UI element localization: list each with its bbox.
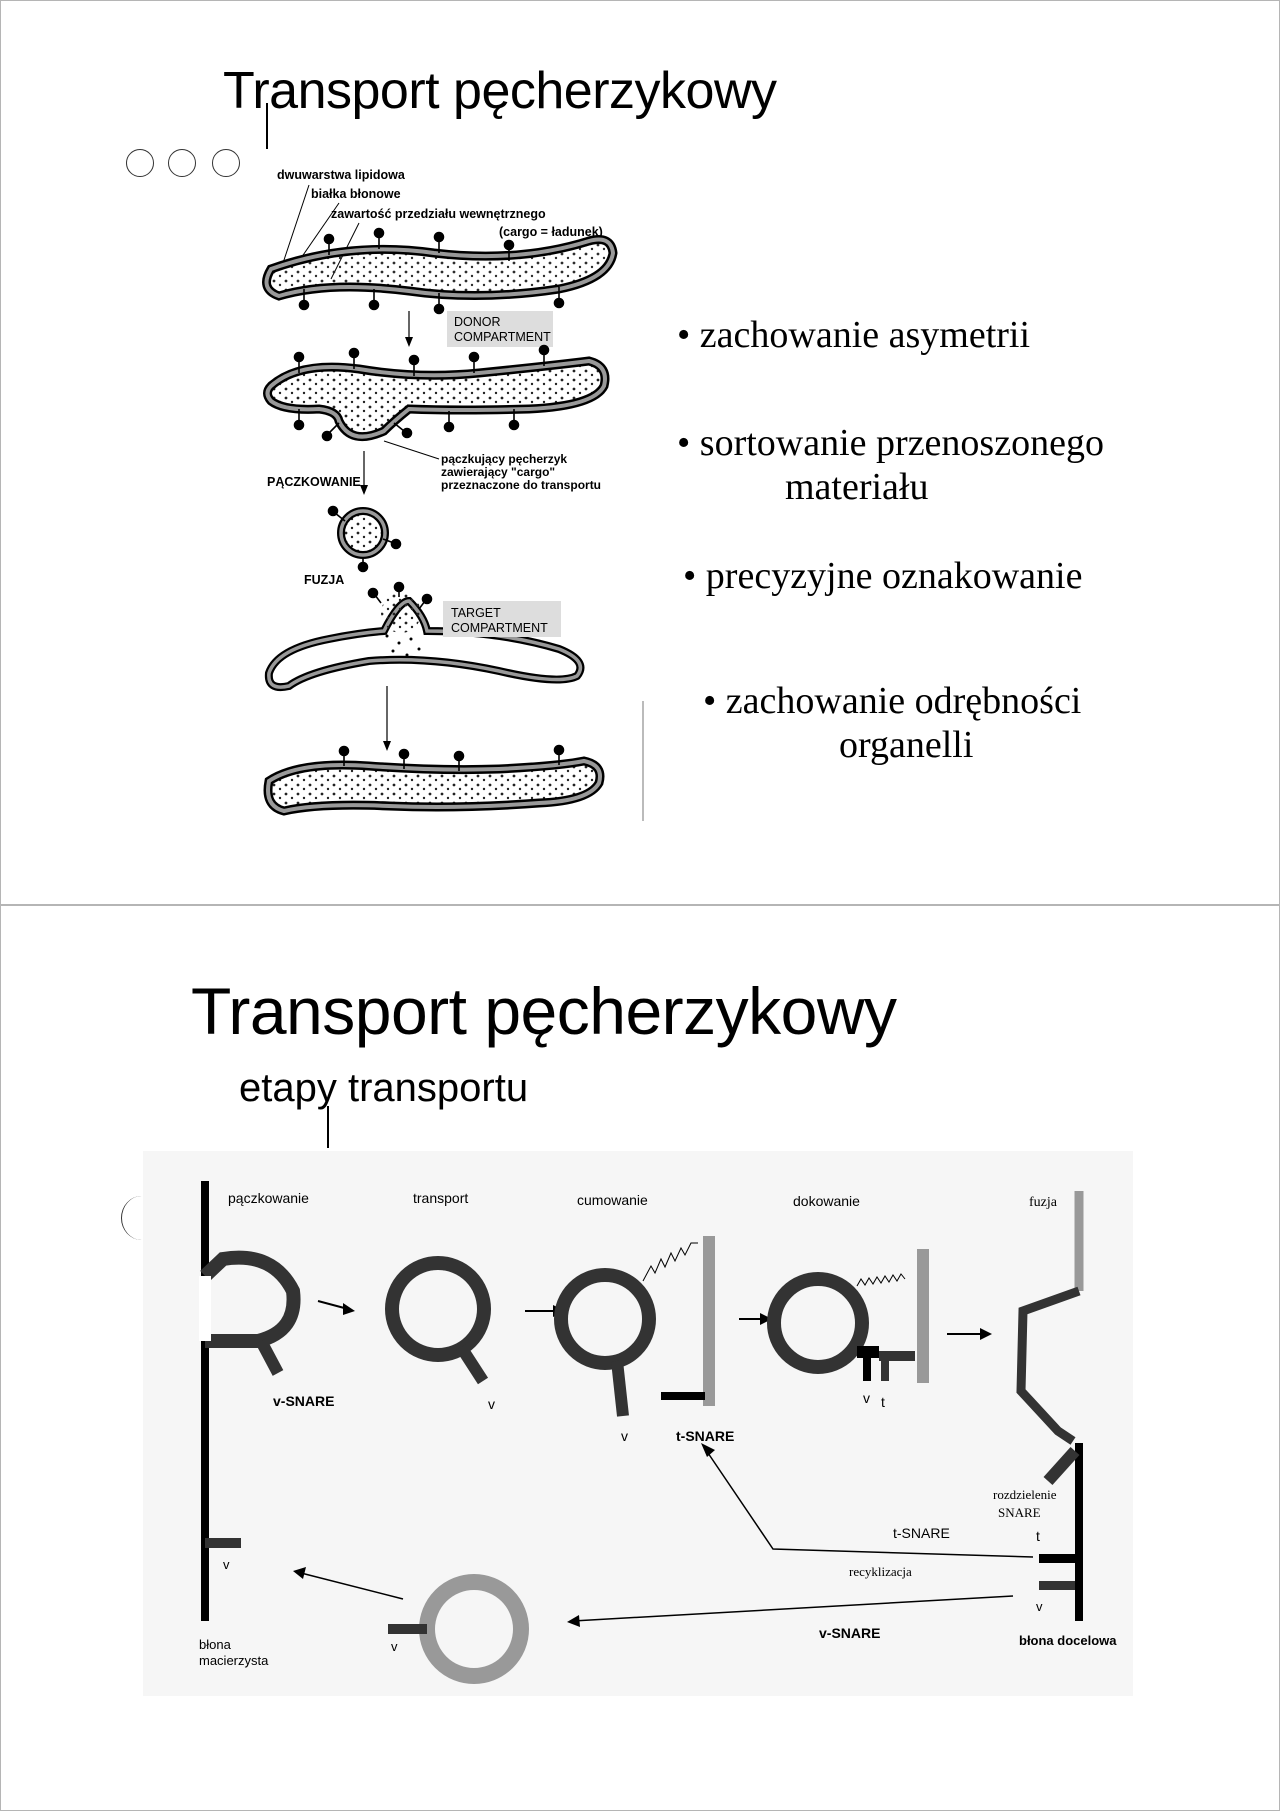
bullet-text: • zachowanie odrębności bbox=[703, 680, 1082, 722]
label-v-snare-return: v-SNARE bbox=[819, 1625, 880, 1641]
nav-dot[interactable] bbox=[126, 149, 154, 177]
label-donor-compartment: COMPARTMENT bbox=[454, 330, 551, 344]
label-budding-vesicle-3: przeznaczone do transportu bbox=[441, 478, 601, 492]
label-donor: DONOR bbox=[454, 315, 501, 329]
label-t-docking: t bbox=[881, 1394, 885, 1410]
bullet-text: • zachowanie asymetrii bbox=[677, 314, 1031, 356]
label-budding-vesicle-1: pączkujący pęcherzyk bbox=[441, 452, 567, 466]
label-cargo: (cargo = ładunek) bbox=[499, 225, 603, 239]
label-fusion: FUZJA bbox=[304, 573, 344, 587]
slide-1-title: Transport pęcherzykowy bbox=[223, 62, 777, 120]
label-v-docking: v bbox=[863, 1390, 870, 1406]
label-v-snare: v-SNARE bbox=[273, 1393, 334, 1409]
nav-dot[interactable] bbox=[121, 1196, 162, 1240]
label-target: TARGET bbox=[451, 606, 501, 620]
bullet-continuation: materiału bbox=[785, 466, 929, 508]
label-snare-separation-1: rozdzielenie bbox=[993, 1487, 1057, 1502]
bullet-item: • precyzyjne oznakowanie bbox=[683, 554, 1082, 598]
label-budding: PĄCZKOWANIE bbox=[267, 475, 361, 489]
label-budding-vesicle-2: zawierający "cargo" bbox=[441, 465, 555, 479]
label-t-snare: t-SNARE bbox=[676, 1428, 734, 1444]
bullet-item: • sortowanie przenoszonego materiału bbox=[677, 421, 1104, 509]
label-recycling: recyklizacja bbox=[849, 1564, 912, 1579]
label-lipid-bilayer: dwuwarstwa lipidowa bbox=[277, 168, 406, 182]
label-v-fusion: v bbox=[1036, 1599, 1043, 1614]
text-cursor bbox=[327, 1106, 329, 1148]
label-target-membrane: błona docelowa bbox=[1019, 1633, 1117, 1648]
nav-dot[interactable] bbox=[168, 149, 196, 177]
label-v-donor: v bbox=[223, 1557, 230, 1572]
slide-2-title: Transport pęcherzykowy bbox=[191, 974, 897, 1048]
bullet-text: • precyzyjne oznakowanie bbox=[683, 555, 1083, 597]
label-donor-membrane-2: macierzysta bbox=[199, 1653, 269, 1668]
label-snare-separation-2: SNARE bbox=[998, 1505, 1041, 1520]
label-step-tethering: cumowanie bbox=[577, 1192, 648, 1208]
label-step-fusion: fuzja bbox=[1029, 1195, 1058, 1210]
slide-2: Transport pęcherzykowy etapy transportu … bbox=[0, 905, 1280, 1811]
label-donor-membrane-1: błona bbox=[199, 1637, 232, 1652]
label-t-fusion: t bbox=[1036, 1528, 1040, 1544]
label-membrane-proteins: białka błonowe bbox=[311, 187, 401, 201]
nav-dot[interactable] bbox=[212, 149, 240, 177]
label-step-budding: pączkowanie bbox=[228, 1190, 309, 1206]
text-cursor bbox=[266, 103, 268, 149]
bullet-text: • sortowanie przenoszonego bbox=[677, 422, 1104, 464]
transport-stages-diagram: pączkowanie transport cumowanie dokowani… bbox=[143, 1151, 1133, 1696]
label-v-transport: v bbox=[488, 1396, 495, 1412]
vesicle-budding-diagram: dwuwarstwa lipidowa białka błonowe zawar… bbox=[262, 168, 644, 821]
label-contents: zawartość przedziału wewnętrznego bbox=[331, 207, 546, 221]
bullet-item: • zachowanie asymetrii bbox=[677, 313, 1030, 357]
label-v-tethering: v bbox=[621, 1428, 628, 1444]
slide-2-subtitle: etapy transportu bbox=[239, 1066, 529, 1110]
label-step-transport: transport bbox=[413, 1190, 468, 1206]
slide-1: Transport pęcherzykowy dwuwarstwa lipido… bbox=[0, 0, 1280, 905]
label-step-docking: dokowanie bbox=[793, 1193, 860, 1209]
label-v-returning: v bbox=[391, 1639, 398, 1654]
bullet-item: • zachowanie odrębności organelli bbox=[703, 679, 1081, 767]
label-t-snare-return: t-SNARE bbox=[893, 1525, 950, 1541]
bullet-continuation: organelli bbox=[839, 724, 974, 766]
label-target-compartment: COMPARTMENT bbox=[451, 621, 548, 635]
